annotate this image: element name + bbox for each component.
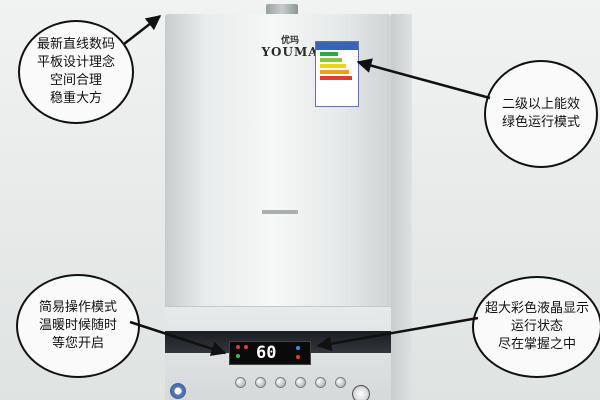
callout-operation: 简易操作模式温暖时候随时等您开启 (16, 274, 140, 378)
control-button-1 (235, 377, 246, 388)
arrow-icon (123, 15, 162, 45)
boiler-side-panel (391, 14, 412, 400)
energy-efficiency-label (315, 41, 359, 107)
callout-lcd-text: 超大彩色液晶显示运行状态尽在掌握之中 (484, 301, 589, 352)
brand-name-en: YOUMA (261, 45, 319, 59)
control-button-4 (295, 377, 306, 388)
lcd-display: 60 (229, 341, 311, 365)
control-buttons (235, 377, 346, 388)
wall-hung-boiler: 优玛 YOUMA 60 (165, 4, 412, 400)
callout-design: 最新直线数码平板设计理念空间合理稳重大方 (18, 20, 134, 124)
control-button-5 (315, 377, 326, 388)
callout-lcd: 超大彩色液晶显示运行状态尽在掌握之中 (472, 276, 600, 378)
control-button-2 (255, 377, 266, 388)
callout-operation-text: 简易操作模式温暖时候随时等您开启 (38, 300, 117, 351)
callout-efficiency: 二级以上能效绿色运行模式 (484, 60, 598, 168)
brand-logo: 优玛 YOUMA (235, 36, 345, 59)
control-panel: 60 (165, 306, 391, 400)
lcd-temperature: 60 (256, 343, 277, 363)
brand-name-cn: 优玛 (280, 36, 299, 46)
callout-design-text: 最新直线数码平板设计理念空间合理稳重大方 (36, 37, 115, 106)
certification-badge-icon (170, 383, 186, 399)
model-badge (262, 210, 298, 214)
control-button-3 (275, 377, 286, 388)
control-button-6 (335, 377, 346, 388)
callout-efficiency-text: 二级以上能效绿色运行模式 (501, 97, 580, 130)
pressure-gauge-icon (352, 385, 370, 400)
boiler-front-panel: 优玛 YOUMA 60 (165, 14, 391, 400)
